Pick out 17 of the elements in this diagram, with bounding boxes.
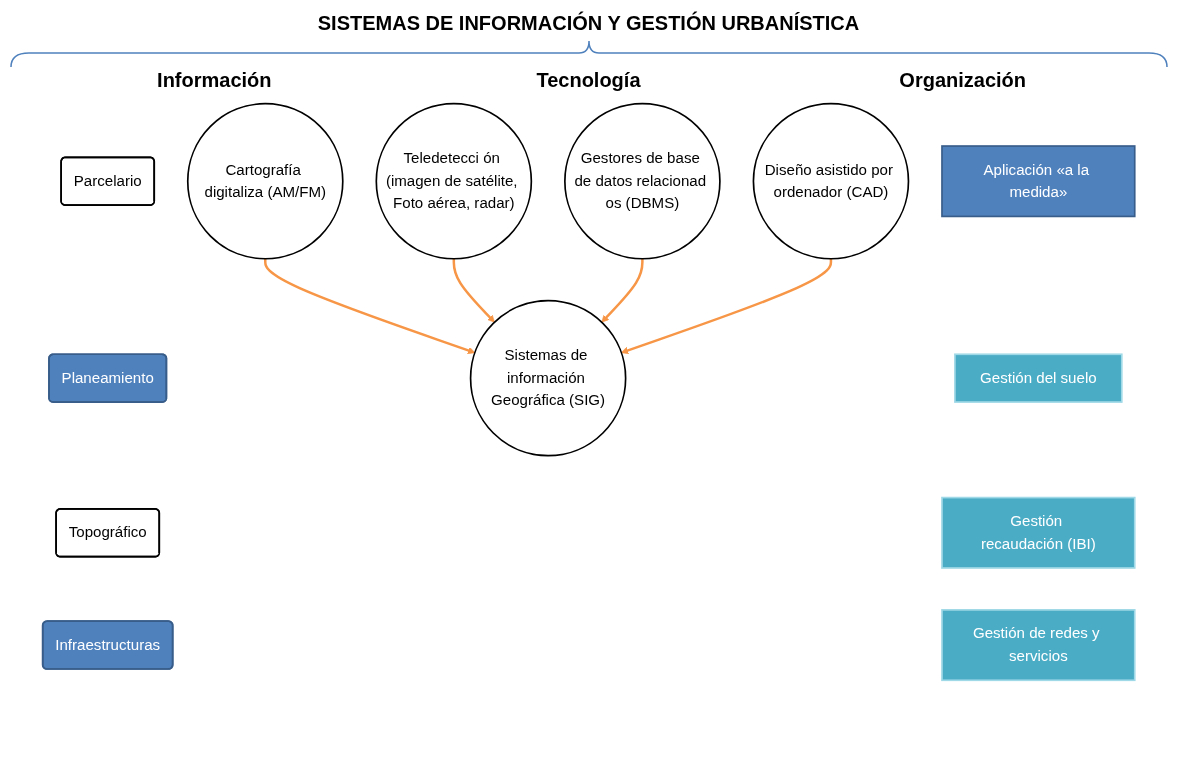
arrow (601, 258, 644, 323)
title: SISTEMAS DE INFORMACIÓN Y GESTIÓN URBANÍSTICA (316, 12, 861, 35)
node-circle: Cartografía digitaliza (AM/FM) (186, 102, 344, 260)
column-heading: Información (156, 69, 273, 92)
node-box: Aplicación «a la medida» (940, 145, 1136, 218)
column-heading: Tecnología (535, 69, 642, 92)
arrow (620, 258, 832, 354)
arrow (263, 258, 475, 354)
node-circle: Teledetecci ón (imagen de satélite, Foto aérea, radar) (375, 102, 532, 260)
node-box: Gestión del suelo (953, 353, 1123, 403)
column-heading: Organización (898, 69, 1028, 92)
node-circle: Diseño asistido por ordenador (CAD) (752, 102, 910, 260)
arrow (452, 258, 495, 323)
node-circle: Sistemas de información Geográfica (SIG) (469, 299, 627, 457)
node-box: Gestión de redes y servicios (940, 609, 1136, 682)
node-circle: Gestores de base de datos relacionad os (DBMS) (563, 102, 721, 260)
node-box: Gestión recaudación (IBI) (940, 496, 1136, 569)
